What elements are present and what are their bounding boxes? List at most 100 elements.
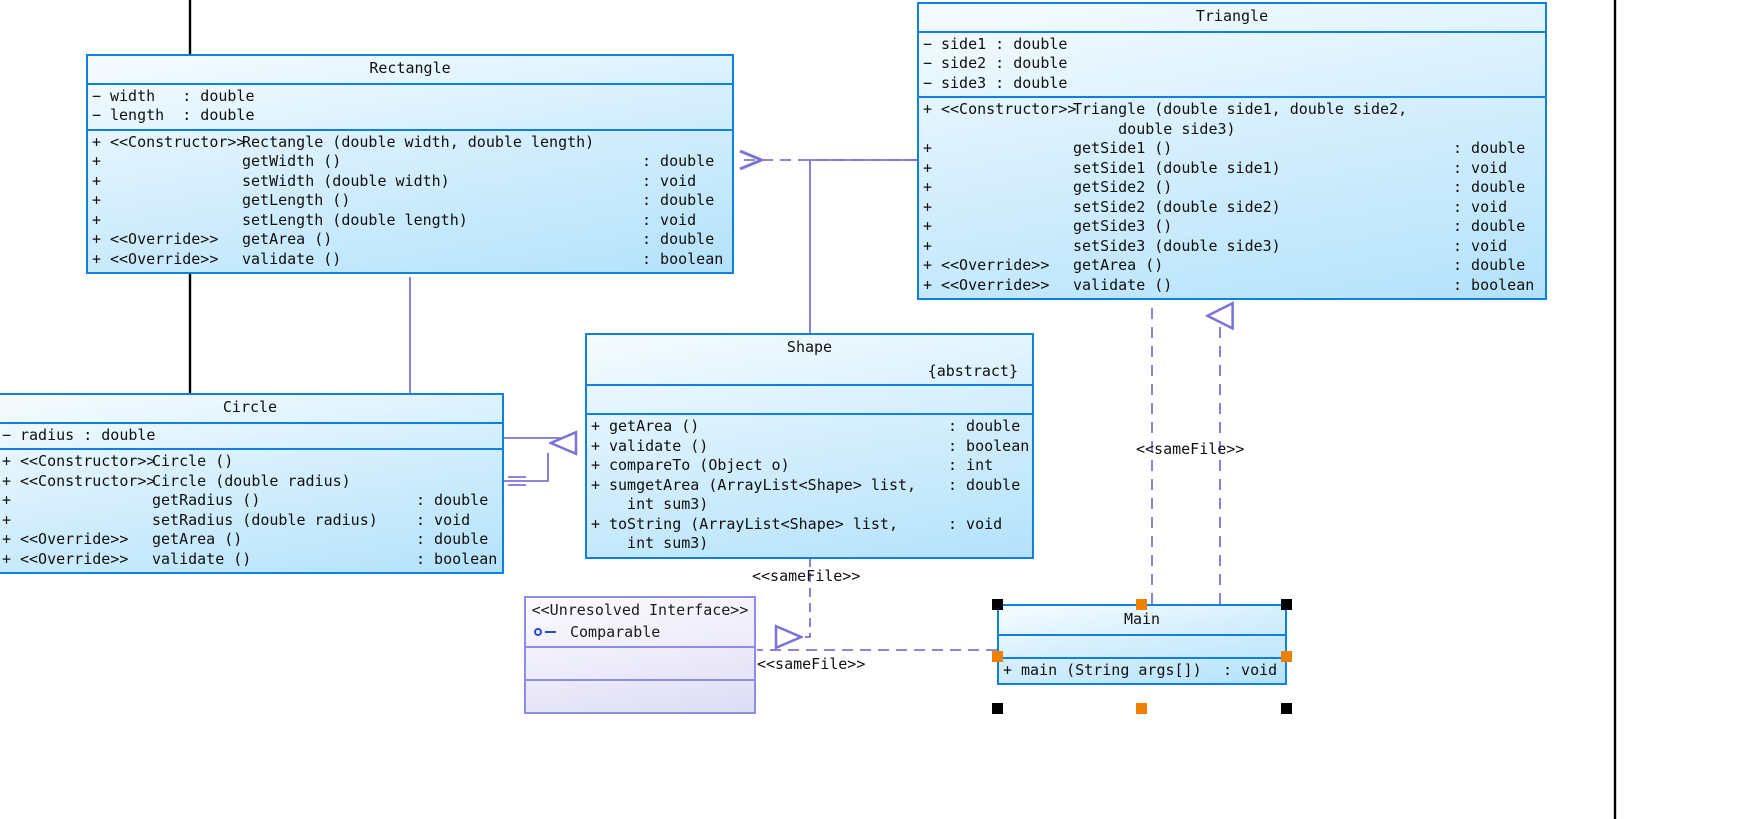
class-box-rectangle[interactable]: Rectangle − width : double − length : do… — [86, 54, 734, 274]
abstract-stereotype-label: {abstract} — [927, 361, 1018, 380]
attribute-row: − width : double — [92, 87, 728, 107]
operation-stereotype: <<Override>> — [110, 249, 219, 268]
operation-return-type: : double — [1453, 178, 1526, 196]
operation-signature: Circle (double radius) — [152, 471, 351, 490]
attribute-row: − radius : double — [2, 426, 498, 446]
attributes-triangle: − side1 : double − side2 : double − side… — [919, 33, 1545, 97]
operation-signature: getRadius () — [152, 491, 261, 509]
operation-signature: setSide2 (double side2) — [1073, 197, 1281, 216]
operation-return-type: : void — [416, 510, 471, 529]
operation-return-type: : boolean — [416, 549, 498, 568]
operation-stereotype — [110, 211, 242, 231]
operation-stereotype: <<Constructor>> — [20, 452, 156, 470]
attribute-row: − side1 : double — [923, 35, 1541, 55]
visibility-marker: + — [591, 417, 601, 435]
operation-signature: getArea () — [1073, 256, 1164, 274]
edge-label-samefile-shape-comparable: <<sameFile>> — [752, 567, 861, 585]
visibility-marker: + — [591, 456, 601, 474]
resize-handle-sw[interactable] — [992, 703, 1003, 714]
class-box-shape[interactable]: Shape {abstract} + getArea () : double +… — [585, 333, 1034, 559]
attribute-row: − side2 : double — [923, 54, 1541, 74]
operation-return-type: : double — [642, 152, 715, 170]
operation-row: + getSide3 () : double — [923, 217, 1541, 237]
operation-return-type: : double — [416, 491, 489, 509]
operations-triangle: + <<Constructor>> Triangle (double side1… — [919, 98, 1545, 298]
operation-signature: getWidth () — [242, 152, 342, 170]
operation-signature: toString (ArrayList<Shape> list, — [609, 514, 898, 533]
visibility-marker: + — [2, 452, 12, 470]
operation-signature: setWidth (double width) — [242, 171, 450, 190]
operation-signature: getLength () — [242, 191, 351, 209]
operation-row: + setSide3 (double side3) : void — [923, 237, 1541, 257]
operation-row: + setWidth (double width) : void — [92, 172, 728, 192]
operation-return-type: : void — [948, 514, 1003, 533]
operation-row: + getSide2 () : double — [923, 178, 1541, 198]
operation-signature-continued: int sum3) — [609, 495, 709, 513]
operation-return-type: : boolean — [642, 249, 724, 268]
visibility-marker: + — [2, 491, 12, 509]
attributes-shape — [587, 386, 1032, 413]
visibility-marker: + — [923, 178, 933, 196]
operation-row: + sumgetArea (ArrayList<Shape> list, : d… — [591, 476, 1028, 496]
operation-return-type: : void — [1223, 660, 1278, 679]
operation-return-type: : boolean — [948, 436, 1030, 455]
visibility-marker: − — [2, 425, 12, 444]
operation-return-type — [416, 472, 498, 492]
visibility-marker: + — [2, 510, 12, 529]
visibility-marker: + — [923, 275, 933, 294]
visibility-marker: + — [591, 514, 601, 533]
edge-label-samefile-triangle-main: <<sameFile>> — [1136, 440, 1245, 458]
visibility-marker: + — [923, 100, 933, 118]
operation-return-type: : void — [642, 171, 697, 190]
operation-signature: compareTo (Object o) — [609, 456, 790, 474]
visibility-marker: + — [591, 475, 601, 494]
operation-stereotype — [941, 178, 1073, 198]
operation-signature: validate () — [609, 436, 709, 455]
operations-main: + main (String args[]) : void — [999, 659, 1285, 684]
visibility-marker: + — [92, 132, 102, 151]
operation-stereotype: <<Override>> — [20, 530, 129, 548]
visibility-marker: + — [2, 471, 12, 490]
operation-return-type: : double — [416, 530, 489, 548]
operations-circle: + <<Constructor>> Circle () + <<Construc… — [0, 450, 502, 572]
visibility-marker: − — [92, 86, 102, 105]
operation-signature: getArea () — [242, 230, 333, 248]
class-box-main[interactable]: Main + main (String args[]) : void — [997, 604, 1287, 685]
operations-comparable — [526, 681, 754, 712]
class-box-circle[interactable]: Circle − radius : double + <<Constructor… — [0, 393, 504, 574]
attribute-text: radius : double — [20, 425, 156, 444]
operation-signature: Rectangle (double width, double length) — [242, 132, 595, 151]
class-name-triangle: Triangle — [1195, 7, 1269, 25]
operation-return-type: : void — [1453, 197, 1508, 216]
visibility-marker: + — [92, 171, 102, 190]
resize-handle-s[interactable] — [1136, 703, 1147, 714]
attribute-text: length : double — [110, 106, 255, 124]
operation-row: + getLength () : double — [92, 191, 728, 211]
operation-row: + setLength (double length) : void — [92, 211, 728, 231]
class-box-comparable[interactable]: <<Unresolved Interface>> Comparable — [524, 596, 756, 714]
operation-signature-continued: double side3) — [1073, 119, 1236, 138]
visibility-marker: + — [92, 210, 102, 229]
operation-return-type: : void — [642, 210, 697, 229]
operation-row: + <<Override>> validate () : boolean — [92, 250, 728, 270]
class-name-shape: Shape — [786, 338, 833, 356]
visibility-marker: − — [923, 54, 933, 72]
attribute-text: width : double — [110, 86, 255, 105]
operation-row: + getWidth () : double — [92, 152, 728, 172]
operation-return-type: : void — [1453, 158, 1508, 177]
attributes-main — [999, 636, 1285, 657]
visibility-marker: + — [2, 530, 12, 548]
attribute-text: side3 : double — [941, 73, 1068, 92]
operation-return-type: : double — [1453, 139, 1526, 157]
interface-name-row: Comparable — [526, 622, 754, 647]
resize-handle-se[interactable] — [1281, 703, 1292, 714]
operation-row: + <<Override>> getArea () : double — [923, 256, 1541, 276]
visibility-marker: + — [591, 436, 601, 455]
operations-rectangle: + <<Constructor>> Rectangle (double widt… — [88, 131, 732, 273]
operation-row: + <<Constructor>> Rectangle (double widt… — [92, 133, 728, 153]
interface-name-comparable: Comparable — [570, 622, 661, 641]
class-box-triangle[interactable]: Triangle − side1 : double − side2 : doub… — [917, 2, 1547, 300]
operation-signature: validate () — [242, 249, 342, 268]
visibility-marker: + — [923, 139, 933, 157]
